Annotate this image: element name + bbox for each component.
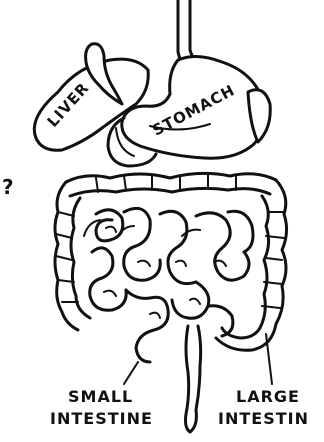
large-intestine-label-line2: INTESTIN	[218, 409, 309, 428]
small-intestine-label-line2: INTESTINE	[50, 409, 153, 428]
small-intestine	[84, 208, 253, 362]
small-intestine-label-line1: SMALL	[68, 387, 133, 406]
label-pointers	[124, 334, 272, 384]
large-intestine-label: LARGE INTESTIN	[218, 387, 309, 428]
large-intestine-label-line1: LARGE	[236, 387, 300, 406]
small-intestine-pointer	[124, 362, 138, 384]
question-mark: ?	[2, 175, 14, 199]
small-intestine-label: SMALL INTESTINE	[50, 387, 153, 428]
